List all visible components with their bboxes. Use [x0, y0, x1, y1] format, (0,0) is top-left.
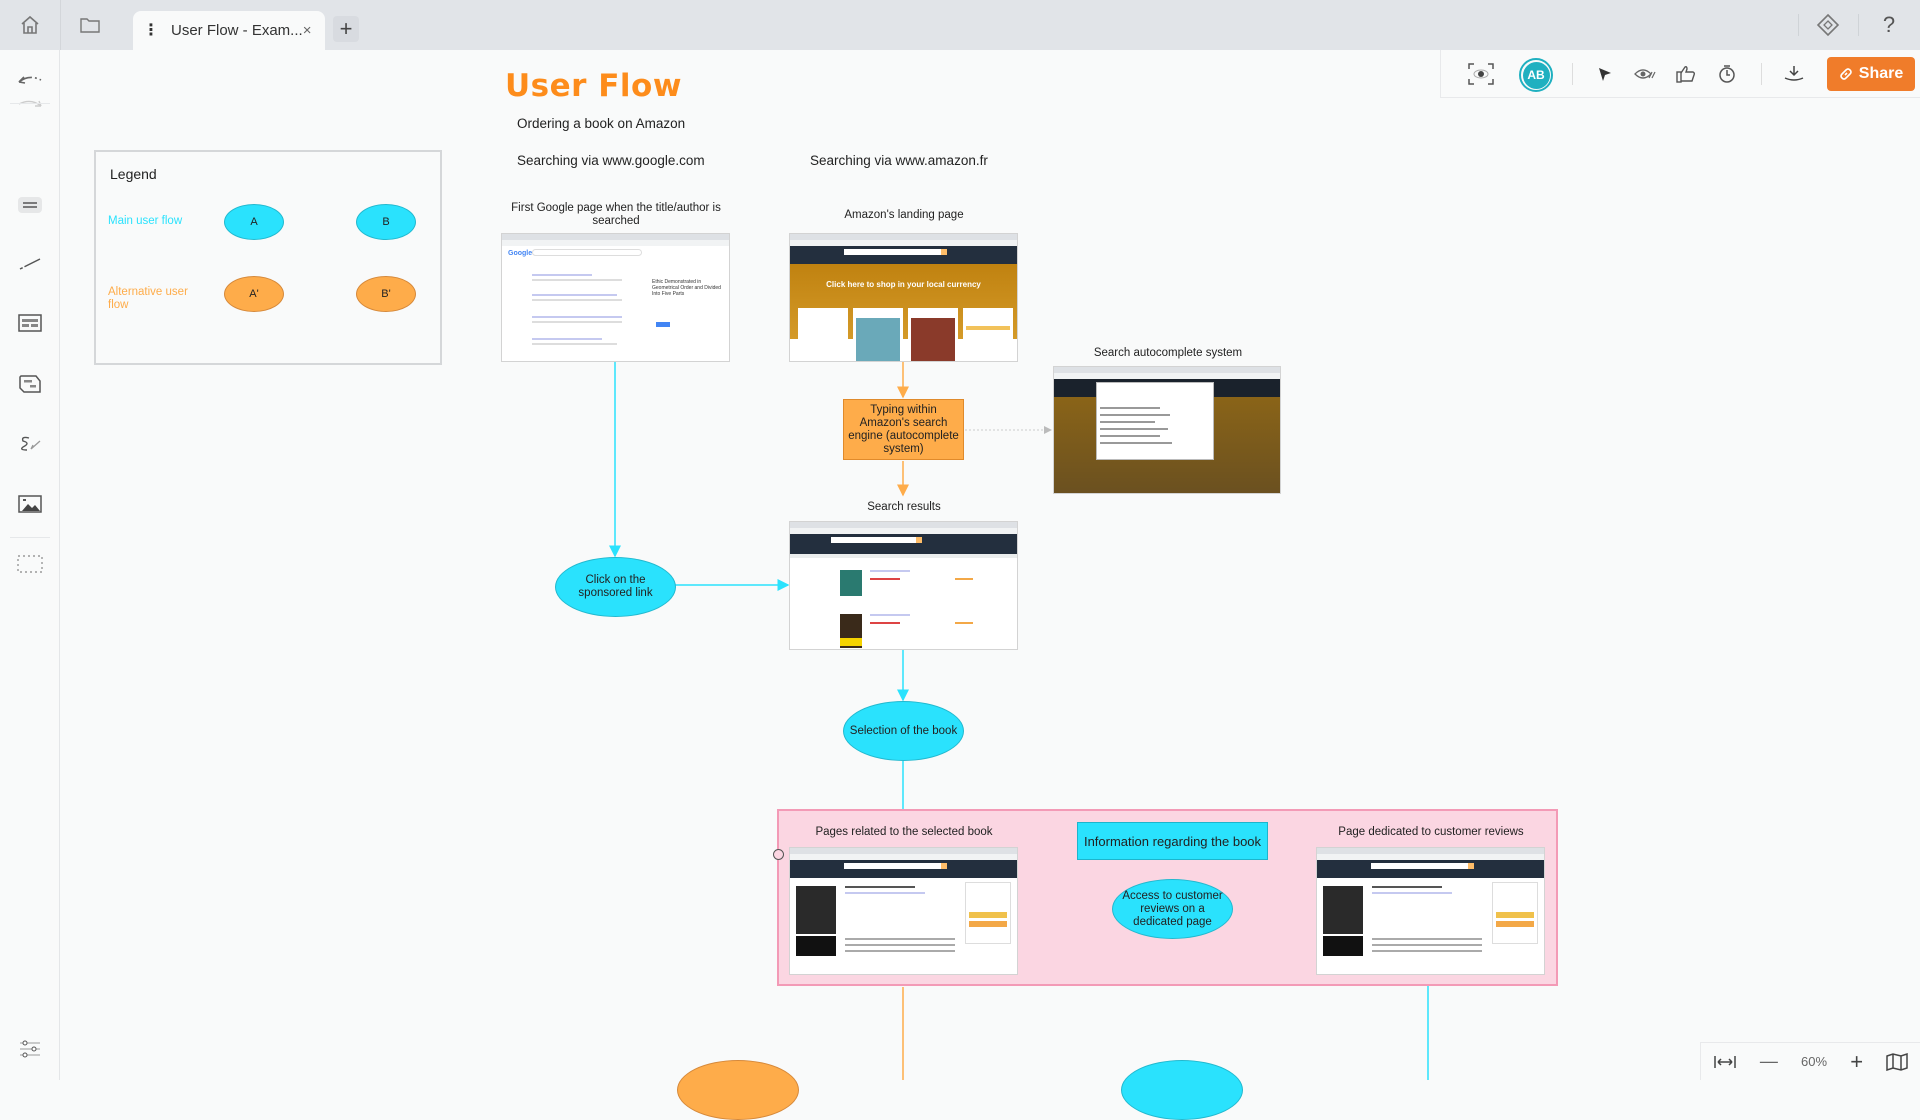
node-bottom-blue[interactable]: [1121, 1060, 1243, 1120]
download-icon[interactable]: [1780, 60, 1808, 88]
legend-node-a[interactable]: A: [224, 204, 284, 240]
caption-google-page: First Google page when the title/author …: [501, 202, 731, 228]
legend-node-b-alt[interactable]: B': [356, 276, 416, 312]
pen-icon[interactable]: [14, 430, 46, 458]
link-icon: [1839, 67, 1853, 81]
pointer-icon[interactable]: [1591, 60, 1619, 88]
redo-icon[interactable]: [14, 90, 46, 118]
line-icon[interactable]: [14, 250, 46, 278]
eye-frame-icon[interactable]: [1467, 60, 1495, 88]
legend-box[interactable]: Legend Main user flow Alternative user f…: [94, 150, 442, 365]
zoom-out-button[interactable]: —: [1760, 1051, 1778, 1072]
home-icon[interactable]: [16, 12, 44, 38]
amazon-hero-text: Click here to shop in your local currenc…: [790, 280, 1017, 290]
folder-icon[interactable]: [76, 12, 104, 38]
sticky-note-icon[interactable]: [14, 370, 46, 398]
map-icon[interactable]: [1886, 1053, 1908, 1071]
close-icon[interactable]: ×: [303, 22, 312, 39]
caption-book-pages: Pages related to the selected book: [789, 826, 1019, 839]
google-results-screenshot[interactable]: Google Ethic Demonstrated in Geometrical…: [501, 233, 730, 362]
caption-amazon-landing: Amazon's landing page: [789, 209, 1019, 222]
vertical-dots-icon[interactable]: ⋮: [143, 23, 159, 39]
zoom-in-button[interactable]: +: [1850, 1049, 1863, 1075]
google-knowledge-panel: Ethic Demonstrated in Geometrical Order …: [652, 279, 724, 297]
container-icon[interactable]: [14, 309, 46, 337]
like-icon[interactable]: [1672, 60, 1700, 88]
diamond-icon[interactable]: [1814, 12, 1842, 38]
board-canvas[interactable]: User Flow Ordering a book on Amazon Sear…: [61, 50, 1920, 1080]
legend-node-b[interactable]: B: [356, 204, 416, 240]
board-subtitle: Ordering a book on Amazon: [517, 116, 685, 131]
reviews-page-screenshot[interactable]: [1316, 847, 1545, 975]
frame-icon[interactable]: [14, 550, 46, 578]
autocomplete-screenshot[interactable]: [1053, 366, 1281, 494]
hide-icon[interactable]: [1631, 60, 1659, 88]
top-bar: ⋮ User Flow - Exam... × + ?: [0, 0, 1920, 50]
info-group-label[interactable]: Information regarding the book: [1077, 822, 1268, 860]
new-tab-button[interactable]: +: [333, 16, 359, 42]
share-button[interactable]: Share: [1827, 57, 1915, 91]
caption-autocomplete: Search autocomplete system: [1053, 347, 1283, 360]
top-right-toolbar: AB Share: [1440, 50, 1920, 98]
zoom-level: 60%: [1801, 1054, 1827, 1069]
text-icon[interactable]: [18, 197, 42, 213]
legend-title: Legend: [110, 166, 157, 182]
book-page-screenshot[interactable]: [789, 847, 1018, 975]
caption-search-results: Search results: [789, 501, 1019, 514]
zoom-controls: — 60% +: [1700, 1042, 1920, 1080]
legend-node-a-alt[interactable]: A': [224, 276, 284, 312]
node-bottom-orange[interactable]: [677, 1060, 799, 1120]
column-title-amazon: Searching via www.amazon.fr: [810, 153, 988, 168]
legend-alt-label: Alternative user flow: [108, 286, 198, 312]
legend-main-label: Main user flow: [108, 215, 182, 228]
tab-title: User Flow - Exam...: [171, 22, 303, 39]
help-icon[interactable]: ?: [1875, 12, 1903, 38]
image-icon[interactable]: [14, 490, 46, 518]
node-sponsored-link[interactable]: Click on the sponsored link: [555, 557, 676, 617]
node-typing-search[interactable]: Typing within Amazon's search engine (au…: [843, 399, 964, 460]
node-book-selection[interactable]: Selection of the book: [843, 701, 964, 761]
user-avatar[interactable]: AB: [1519, 58, 1553, 92]
left-toolbar: [0, 50, 60, 1080]
sliders-icon[interactable]: [14, 1035, 46, 1063]
page-title: User Flow: [505, 68, 682, 104]
search-results-screenshot[interactable]: [789, 521, 1018, 650]
node-access-reviews[interactable]: Access to customer reviews on a dedicate…: [1112, 879, 1233, 939]
amazon-landing-screenshot[interactable]: Click here to shop in your local currenc…: [789, 233, 1018, 362]
tab-user-flow[interactable]: ⋮ User Flow - Exam... ×: [133, 11, 325, 50]
timer-icon[interactable]: [1713, 60, 1741, 88]
column-title-google: Searching via www.google.com: [517, 153, 705, 168]
group-handle-icon[interactable]: [773, 849, 784, 860]
fit-width-icon[interactable]: [1713, 1055, 1737, 1069]
caption-reviews-page: Page dedicated to customer reviews: [1316, 826, 1546, 839]
